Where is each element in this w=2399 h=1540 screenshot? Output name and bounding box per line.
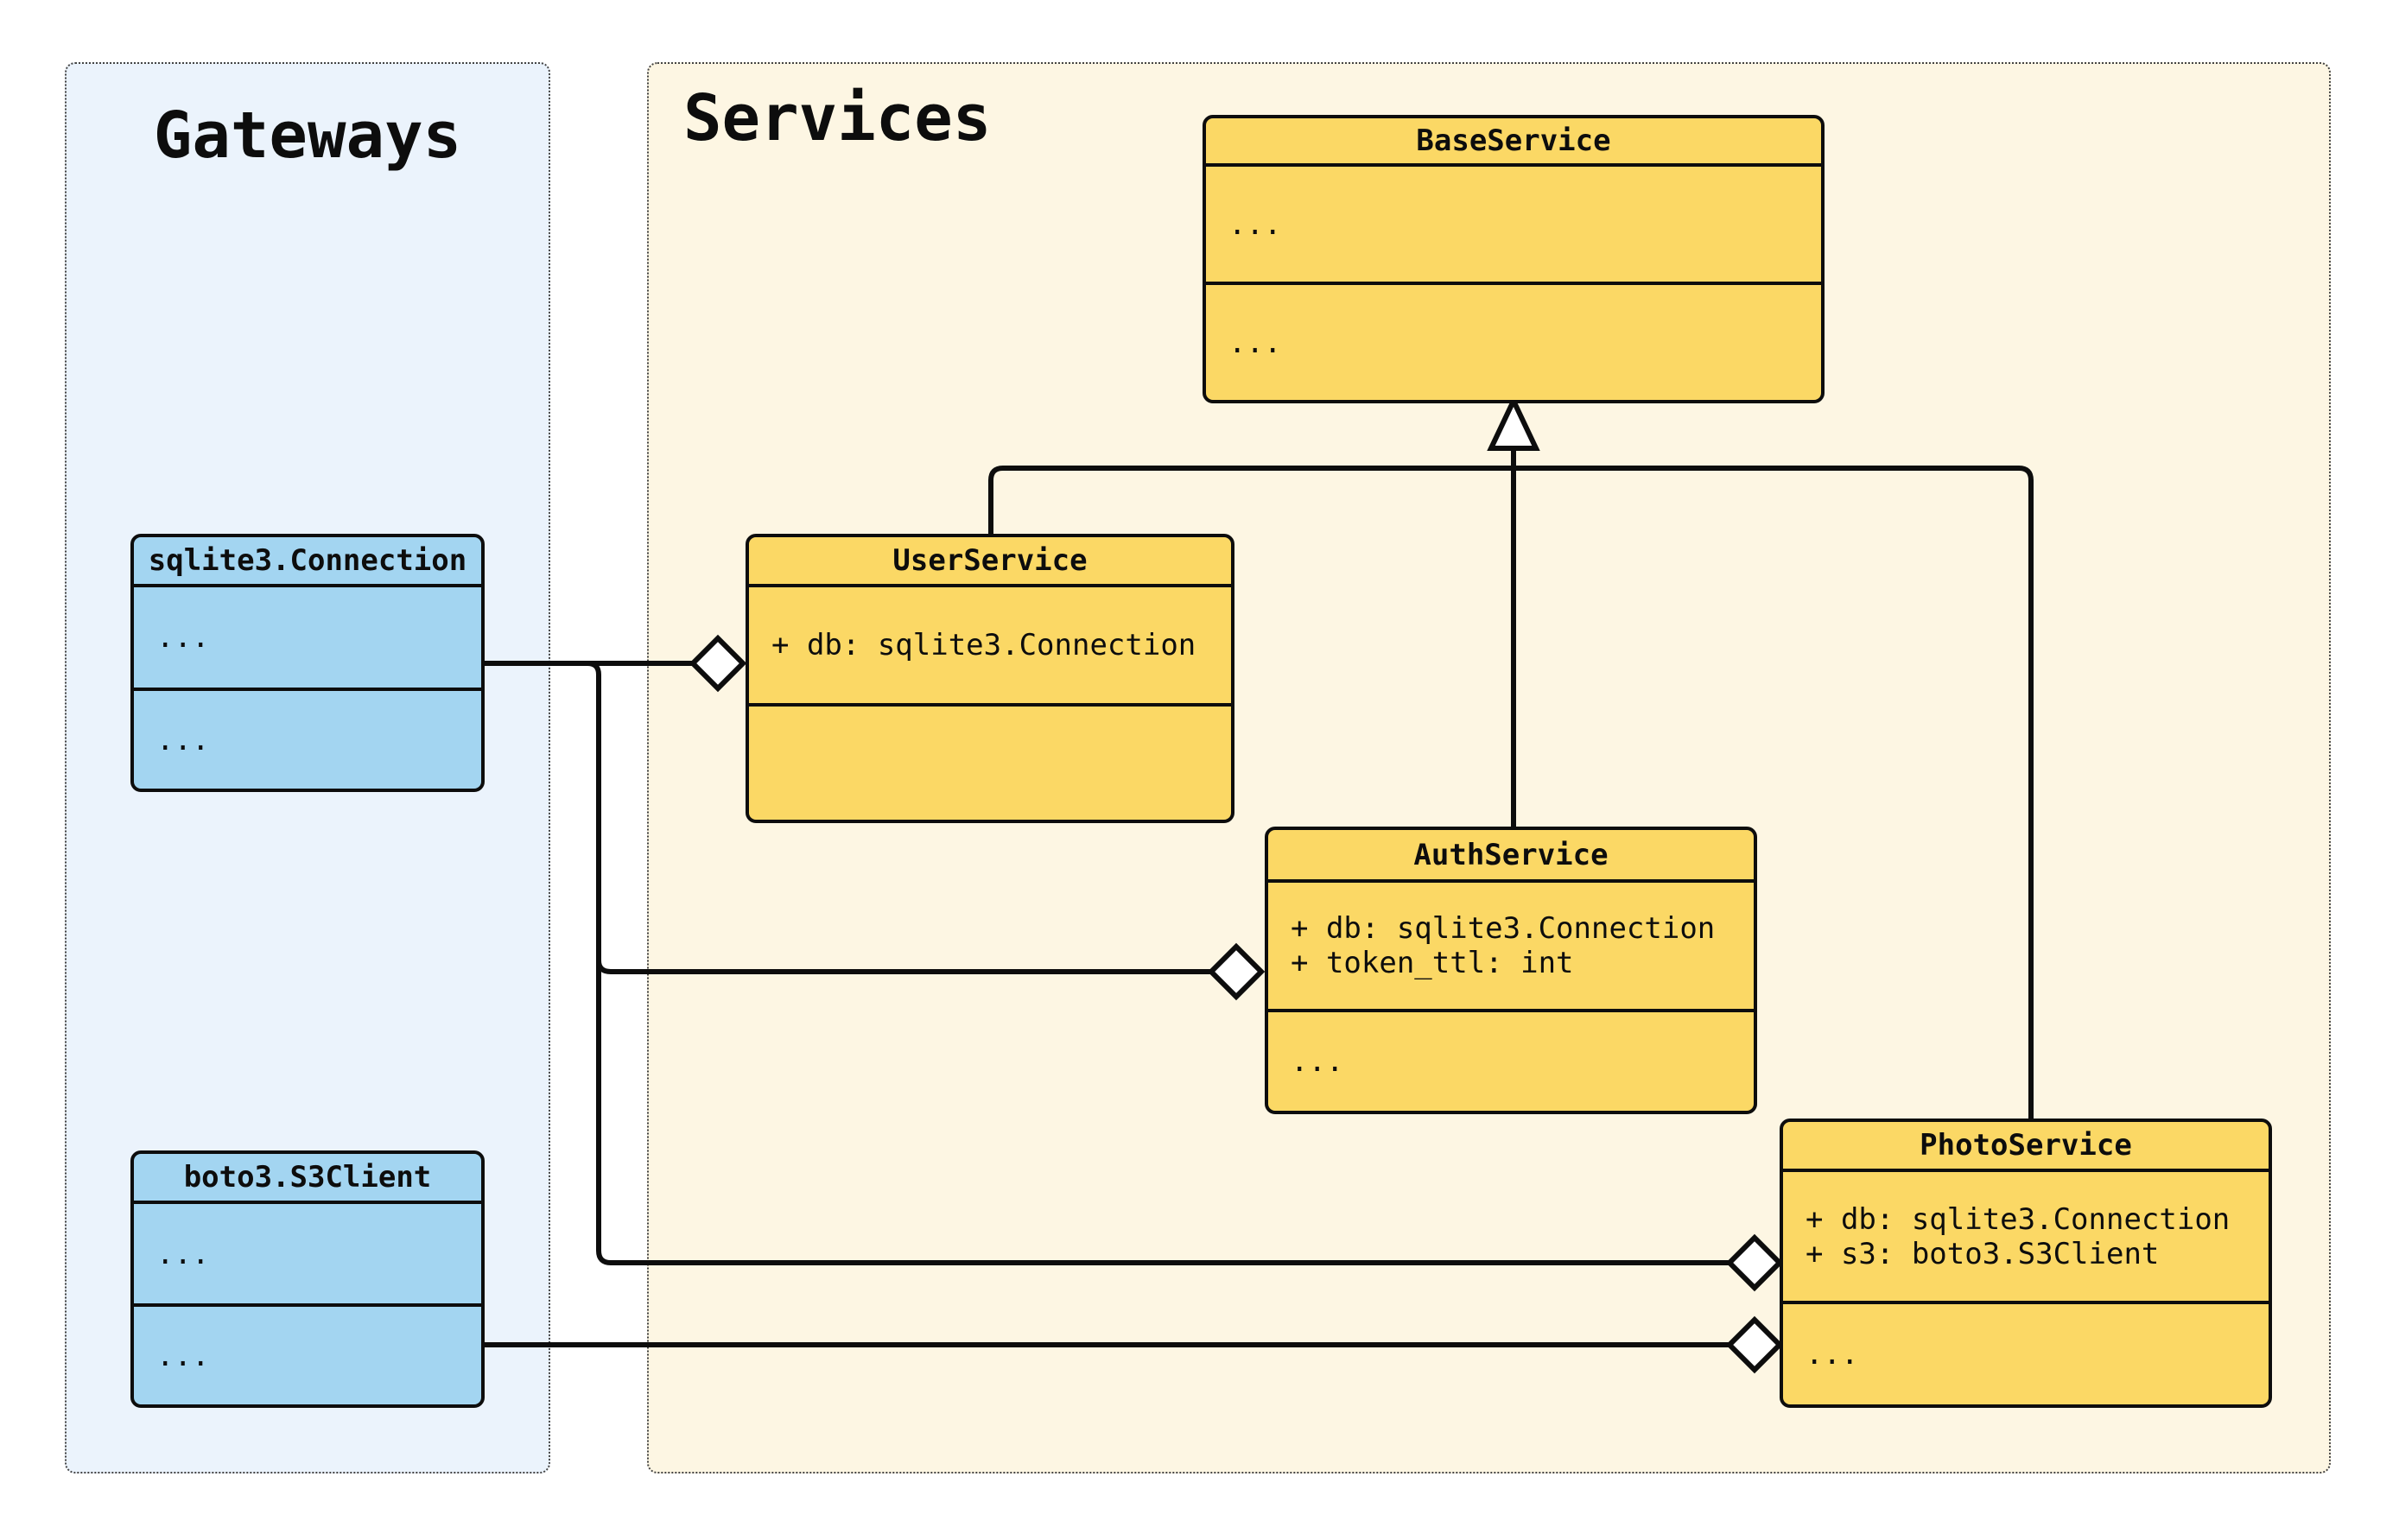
method-line: ...	[156, 722, 210, 757]
class-title: sqlite3.Connection	[134, 537, 481, 587]
methods-compartment	[749, 707, 1231, 820]
class-title: BaseService	[1206, 118, 1821, 167]
attributes-compartment: ...	[134, 587, 481, 691]
attribute-line: + db: sqlite3.Connection	[1806, 1201, 2231, 1237]
class-sqlite3-connection: sqlite3.Connection ... ...	[130, 534, 485, 792]
attribute-line: + token_ttl: int	[1291, 946, 1574, 980]
method-line: ...	[1228, 325, 1282, 360]
class-title: boto3.S3Client	[134, 1154, 481, 1204]
method-line: ...	[1806, 1337, 1859, 1372]
methods-compartment: ...	[1206, 285, 1821, 400]
methods-compartment: ...	[134, 691, 481, 789]
class-title: PhotoService	[1783, 1122, 2269, 1172]
method-line: ...	[156, 1338, 210, 1373]
methods-compartment: ...	[1783, 1304, 2269, 1404]
class-photoservice: PhotoService + db: sqlite3.Connection + …	[1780, 1119, 2272, 1408]
attribute-line: ...	[156, 1236, 210, 1271]
attribute-line: ...	[1228, 206, 1282, 242]
attribute-line: + db: sqlite3.Connection	[1291, 911, 1716, 946]
attribute-line: ...	[156, 620, 210, 655]
class-boto3-s3client: boto3.S3Client ... ...	[130, 1150, 485, 1408]
method-line: ...	[1291, 1044, 1344, 1079]
attributes-compartment: + db: sqlite3.Connection + token_ttl: in…	[1268, 883, 1754, 1012]
class-title: UserService	[749, 537, 1231, 587]
attribute-line: + s3: boto3.S3Client	[1806, 1236, 2160, 1271]
attributes-compartment: ...	[1206, 167, 1821, 285]
class-baseservice: BaseService ... ...	[1203, 115, 1825, 403]
attributes-compartment: + db: sqlite3.Connection	[749, 587, 1231, 707]
services-title: Services	[683, 81, 992, 155]
methods-compartment: ...	[134, 1307, 481, 1404]
gateways-title: Gateways	[153, 98, 462, 173]
attributes-compartment: ...	[134, 1204, 481, 1307]
attribute-line: + db: sqlite3.Connection	[771, 628, 1196, 662]
class-authservice: AuthService + db: sqlite3.Connection + t…	[1265, 827, 1757, 1114]
class-title: AuthService	[1268, 830, 1754, 883]
methods-compartment: ...	[1268, 1012, 1754, 1111]
attributes-compartment: + db: sqlite3.Connection + s3: boto3.S3C…	[1783, 1172, 2269, 1304]
class-userservice: UserService + db: sqlite3.Connection	[746, 534, 1234, 823]
